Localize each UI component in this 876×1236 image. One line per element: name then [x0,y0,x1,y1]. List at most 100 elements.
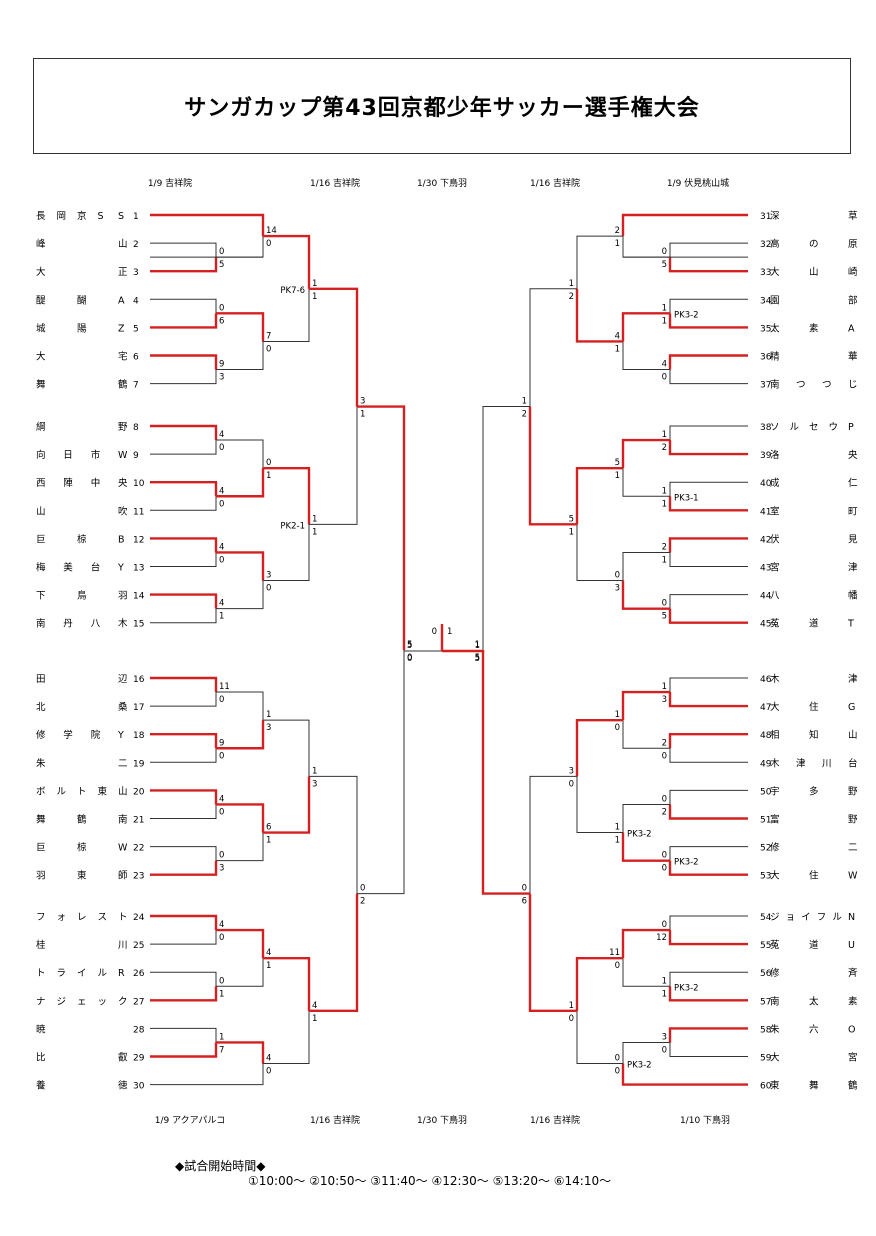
score: 0 [219,695,224,705]
score: 2 [662,443,667,453]
score: 9 [219,738,224,748]
score: 7 [266,331,271,341]
score: 1 [475,640,480,650]
score: 3 [569,766,574,776]
score: 1 [475,641,480,651]
team-name: 朱二 [36,757,128,769]
score: 11 [609,948,620,958]
round-label-bottom: 1/9 アクアパルコ [155,1115,226,1126]
score: 0 [662,373,667,383]
score: 2 [662,807,667,817]
score: 4 [312,1001,317,1011]
round-label-bottom: 1/16 吉祥院 [310,1114,360,1126]
score: 5 [407,641,412,651]
bracket-line [621,213,748,237]
score: 5 [615,458,620,468]
team-number: 34 [760,296,772,306]
schedule-times: ①10:00～ ②10:50～ ③11:40～ ④12:30～ ⑤13:20～ … [248,1174,612,1188]
team-number: 37 [760,381,771,391]
score: 1 [312,279,317,289]
pk-label: PK3-1 [674,493,699,503]
team-number: 27 [133,997,144,1007]
bracket-line [622,341,670,371]
team-number: 25 [133,941,144,951]
bracket-line [216,439,264,469]
team-name: 宇多野 [770,785,858,797]
bracket-line [216,1041,265,1064]
bracket-line [263,956,311,1011]
score: 3 [266,723,271,733]
team-name: 南丹八木 [36,618,128,630]
team-number: 40 [760,479,772,489]
score: 0 [219,303,224,313]
bracket-line [668,537,748,553]
team-number: 29 [133,1054,145,1064]
bracket-line [150,608,217,624]
score: 1 [615,836,620,846]
bracket-line [150,1042,218,1058]
team-number: 13 [133,564,144,574]
score: 0 [615,961,620,971]
team-number: 2 [133,240,139,250]
team-name: 相知山 [770,729,858,741]
team-number: 44 [760,592,772,602]
bracket-line [668,313,748,329]
team-number: 39 [760,451,772,461]
score: 0 [219,555,224,565]
team-name: 綱野 [36,421,128,433]
score: 0 [219,247,224,257]
bracket-line [576,524,623,582]
score: 1 [662,303,667,313]
team-name: 洛央 [770,449,858,461]
round-label-top: 1/16 吉祥院 [310,177,360,189]
bracket-line [621,438,670,469]
bracket-line [150,930,217,945]
team-name: 北桑 [36,702,128,713]
team-number: 28 [133,1025,145,1035]
bracket-line [263,466,311,525]
score: 1 [615,239,620,249]
bracket-line [216,551,265,581]
team-name: ソルセウP [770,422,854,433]
team-name: 東舞鶴 [770,1080,858,1092]
bracket-line [150,313,218,329]
bracket-line [621,312,670,342]
bracket-line [668,1027,748,1043]
team-name: 木津川台 [770,757,858,769]
round-label-top: 1/30 下鳥羽 [417,177,467,189]
bracket-line [216,832,264,862]
score: 3 [615,584,620,594]
team-number: 1 [133,212,139,222]
score: 0 [615,1067,620,1077]
team-name: 伏見 [770,533,858,545]
score: 1 [662,976,667,986]
bracket-line [575,718,623,777]
bracket-line [357,405,406,651]
bracket-line [150,552,217,567]
team-number: 57 [760,997,771,1007]
title-box: サンガカップ第43回京都少年サッカー選手権大会 [33,58,851,154]
team-number: 31 [760,212,771,222]
team-name: 大住G [770,701,855,713]
bracket-line [669,552,748,567]
team-number: 10 [133,479,145,489]
bracket-line [150,789,218,805]
bracket-line [622,551,670,581]
score: 0 [569,779,574,789]
score: 0 [432,627,437,637]
bracket-line [669,971,748,987]
team-name: 南太素 [770,995,858,1007]
bracket-line [150,257,218,273]
score: 4 [266,1054,271,1064]
score: 2 [360,897,365,907]
team-name: 下鳥羽 [36,590,128,602]
score: 5 [475,654,480,664]
bracket-line [669,677,748,693]
score: 0 [219,443,224,453]
bracket-line [263,524,310,582]
bracket-line [622,803,670,833]
bracket-line [150,481,218,497]
team-number: 21 [133,816,144,826]
bracket-line [150,846,217,861]
team-name: 舞鶴南 [36,814,128,826]
